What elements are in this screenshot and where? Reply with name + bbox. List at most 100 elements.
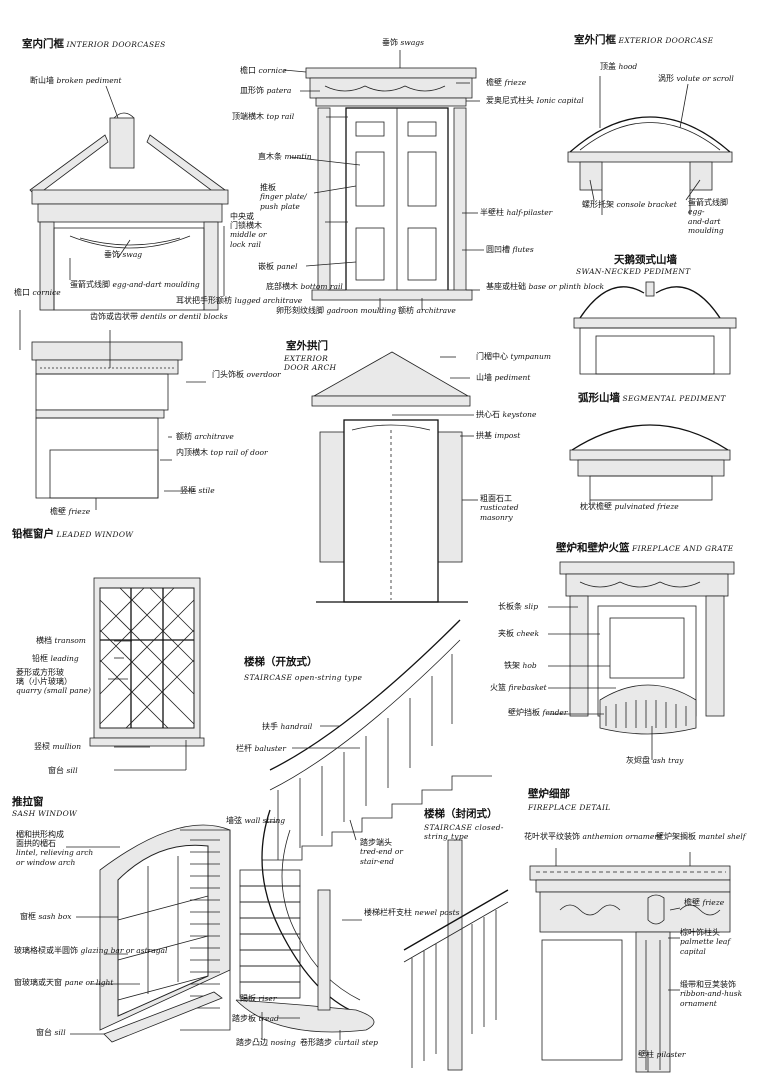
label-nosing: 踏步凸边 nosing	[236, 1038, 296, 1048]
label-zh: 嵌板	[258, 262, 274, 271]
label-en: nosing	[270, 1038, 296, 1047]
label-zh: 窗台	[36, 1028, 52, 1037]
label-muntin: 直木条 muntin	[258, 152, 312, 162]
staircase-open-drawing	[235, 619, 492, 1033]
label-zh: 栏杆	[236, 744, 252, 753]
label-en: mullion	[52, 742, 82, 751]
label-zh: 涡形	[658, 74, 674, 83]
label-baluster: 栏杆 baluster	[236, 744, 286, 754]
label-zh: 蛋箭式线脚	[688, 198, 728, 207]
label-ash-tray: 灰烬盘 ash tray	[626, 756, 683, 766]
label-impost: 拱基 impost	[476, 431, 520, 441]
label-bottom-rail: 底部横木 bottom rail	[266, 282, 343, 292]
label-broken-pediment: 断山墙 broken pediment	[30, 76, 121, 86]
label-en: ribbon-and-husk ornament	[680, 989, 743, 1008]
label-en: frieze	[68, 507, 91, 516]
label-zh: 额枋	[398, 306, 414, 315]
fireplace-drawing	[559, 561, 735, 735]
label-zh: 皿形饰	[240, 86, 264, 95]
label-mullion: 竖棂 mullion	[34, 742, 81, 752]
label-en: middle or lock rail	[230, 230, 267, 249]
label-zh: 菱形或方形玻 璃（小片玻璃）	[16, 668, 72, 687]
label-architrave-left: 额枋 architrave	[176, 432, 234, 442]
label-riser: 踢板 riser	[240, 994, 276, 1004]
label-en: top rail	[266, 112, 295, 121]
label-overdoor: 门头饰板 overdoor	[212, 370, 281, 380]
label-zh: 火篮	[490, 683, 506, 692]
label-zh: 垂饰	[382, 38, 398, 47]
label-egg-dart-left: 蛋箭式线脚 egg-and-dart moulding	[70, 280, 200, 290]
label-zh: 山墙	[476, 373, 492, 382]
label-en: swag	[122, 250, 143, 259]
label-en: swags	[400, 38, 424, 47]
label-en: riser	[258, 994, 277, 1003]
label-zh: 楣和拱形构成 面拱的楣石	[16, 830, 64, 849]
label-zh: 卵形刻纹线脚	[276, 306, 324, 315]
label-newel: 楼梯栏杆支柱 newel posts	[364, 908, 460, 918]
label-handrail: 扶手 handrail	[262, 722, 312, 732]
label-en: glazing bar or astragal	[80, 946, 168, 955]
heading-zh: 铅框窗户	[12, 528, 54, 540]
label-en: handrail	[280, 722, 313, 731]
label-frieze-fp: 檐壁 frieze	[684, 898, 724, 908]
label-zh: 爱奥尼式柱头	[486, 96, 534, 105]
exterior-doorcase-drawing	[567, 116, 733, 215]
label-gadroon: 卵形刻纹线脚 gadroon moulding	[276, 306, 396, 316]
label-en: panel	[276, 262, 298, 271]
heading-en: SEGMENTAL PEDIMENT	[622, 394, 726, 403]
heading-segmental: 弧形山墙 SEGMENTAL PEDIMENT	[578, 392, 726, 404]
label-en: newel posts	[414, 908, 460, 917]
label-hob: 铁架 hob	[504, 661, 537, 671]
label-en: tread	[258, 1014, 279, 1023]
sash-window-drawing	[99, 824, 231, 1043]
label-en: egg- and-dart moulding	[688, 207, 724, 236]
label-zh: 内顶横木	[176, 448, 208, 457]
heading-zh: 弧形山墙	[578, 392, 620, 404]
label-en: architrave	[194, 432, 234, 441]
label-en: slip	[524, 602, 538, 611]
label-swag-left: 垂饰 swag	[104, 250, 142, 260]
label-zh: 墙弦	[226, 816, 242, 825]
label-en: cornice	[32, 288, 61, 297]
label-zh: 檐口	[240, 66, 256, 75]
label-en: firebasket	[508, 683, 547, 692]
label-zh: 楼梯栏杆支柱	[364, 908, 412, 917]
label-zh: 枕状檐壁	[580, 502, 612, 511]
label-zh: 横档	[36, 636, 52, 645]
label-zh: 额枋	[176, 432, 192, 441]
label-en: rusticated masonry	[480, 503, 519, 522]
label-en: mantel shelf	[698, 832, 746, 841]
label-curtail: 卷形踏步 curtail step	[300, 1038, 378, 1048]
label-en: gadroon moulding	[326, 306, 397, 315]
label-cheek: 夹板 cheek	[498, 629, 539, 639]
label-en: cheek	[516, 629, 539, 638]
label-zh: 垂饰	[104, 250, 120, 259]
label-en: hood	[618, 62, 638, 71]
heading-fireplace-detail: 壁炉细部	[528, 788, 570, 800]
label-zh: 壁柱	[638, 1050, 654, 1059]
label-mantel: 壁炉架搁板 mantel shelf	[656, 832, 746, 842]
label-dentils: 齿饰或齿状带 dentils or dentil blocks	[90, 312, 228, 322]
label-en: top rail of door	[210, 448, 268, 457]
heading-zh: 壁炉和壁炉火篮	[556, 542, 630, 554]
label-en: half-pilaster	[506, 208, 553, 217]
label-zh: 花叶状平纹装饰	[524, 832, 580, 841]
label-zh: 竖框	[180, 486, 196, 495]
label-zh: 中央或 门锁横木	[230, 212, 262, 231]
label-tread: 踏步板 tread	[232, 1014, 279, 1024]
label-en: architrave	[416, 306, 456, 315]
label-zh: 灰烬盘	[626, 756, 650, 765]
label-en: frieze	[702, 898, 725, 907]
label-hood: 顶盖 hood	[600, 62, 637, 72]
label-zh: 扶手	[262, 722, 278, 731]
label-zh: 门楣中心	[476, 352, 508, 361]
label-console: 螺形托架 console bracket	[582, 200, 677, 210]
label-ionic: 爱奥尼式柱头 Ionic capital	[486, 96, 584, 106]
label-en: impost	[494, 431, 521, 440]
heading-exterior-arch-en: EXTERIOR DOOR ARCH	[284, 354, 337, 372]
label-en: egg-and-dart moulding	[112, 280, 200, 289]
